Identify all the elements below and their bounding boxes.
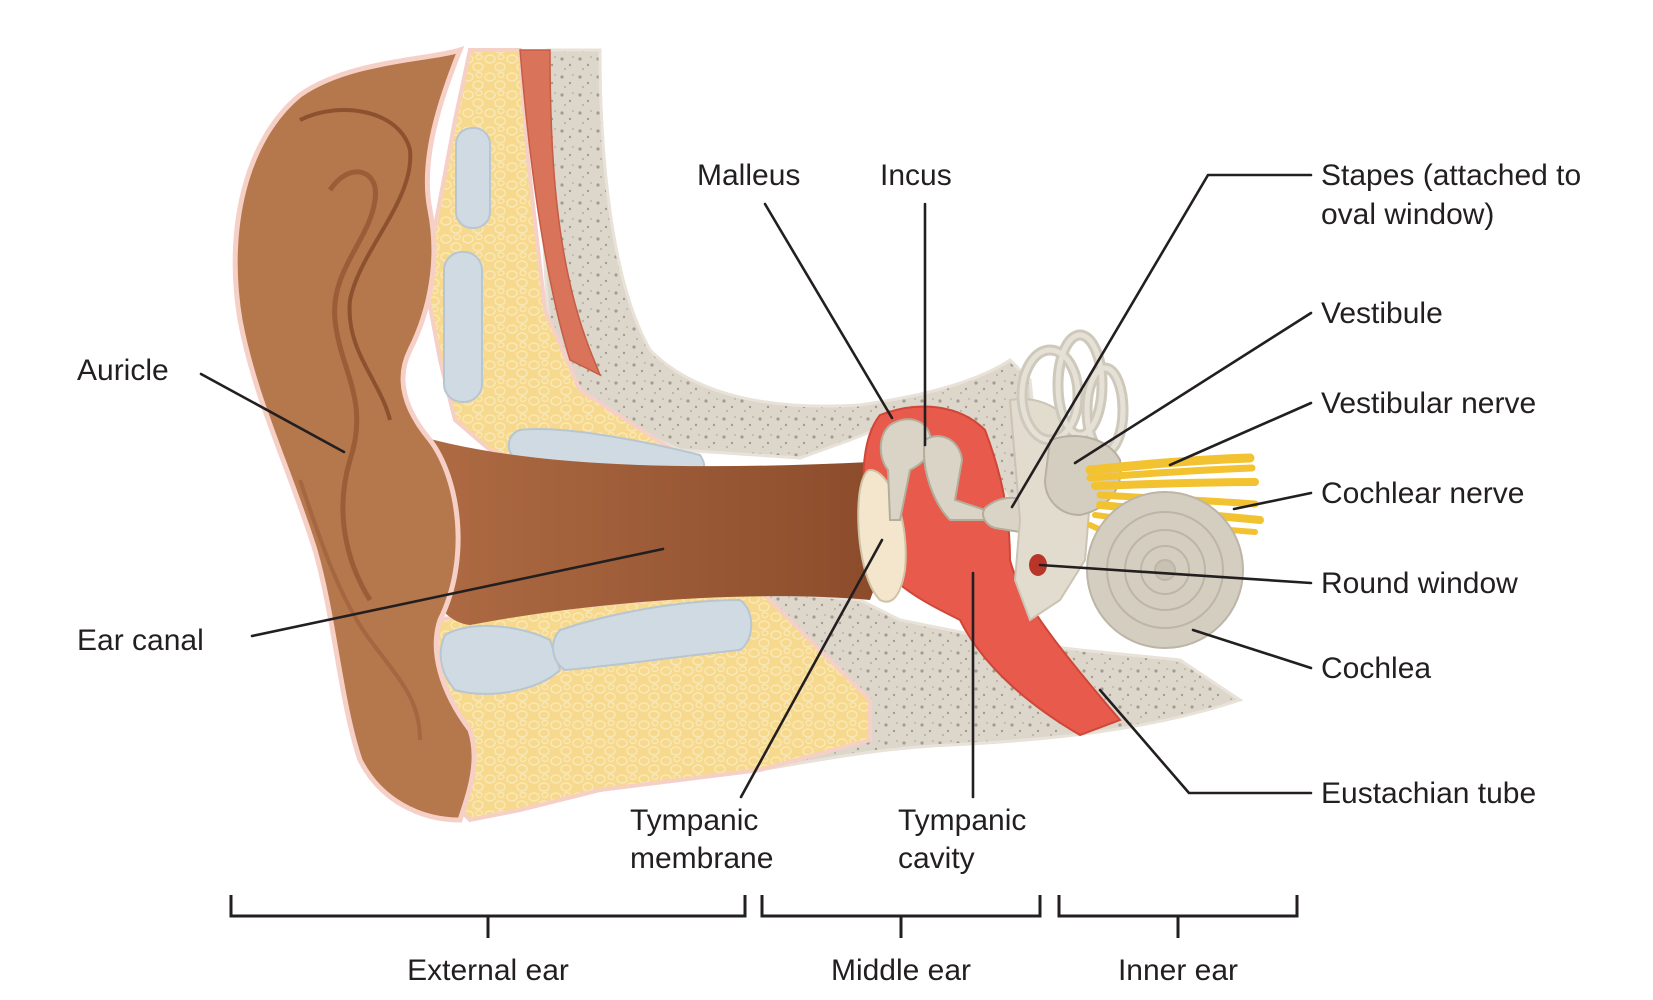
label-cochlear-nerve: Cochlear nerve — [1321, 477, 1524, 510]
leader-ear-canal — [250, 547, 665, 638]
illustration — [232, 45, 1264, 823]
label-auricle: Auricle — [77, 354, 169, 387]
label-round-window: Round window — [1321, 567, 1518, 600]
label-eustachian-tube: Eustachian tube — [1321, 777, 1536, 810]
leader-auricle — [199, 372, 346, 454]
ossicles — [879, 418, 1037, 534]
leader-vestibular-nerve — [1168, 401, 1313, 467]
bracket-middle-ear — [760, 895, 1042, 938]
auricle-helix-fold — [299, 108, 413, 421]
cochlea-shape — [1086, 491, 1244, 649]
label-incus: Incus — [880, 159, 952, 192]
leader-cochlea — [1191, 628, 1313, 670]
bracket-external-ear — [229, 895, 747, 938]
label-vestibule: Vestibule — [1321, 297, 1443, 330]
ear-canal-region — [400, 430, 900, 625]
leader-lines — [199, 173, 1313, 799]
cartilage-upper-1 — [455, 127, 491, 229]
region-brackets — [229, 895, 1299, 938]
leader-cochlear-nerve — [1232, 491, 1313, 511]
temporal-bone-upper — [541, 48, 1042, 523]
leader-tympanic-membrane — [739, 538, 884, 799]
auricle-antihelix-fold — [327, 169, 378, 602]
leader-malleus — [763, 202, 894, 420]
temporalis-muscle — [519, 49, 602, 377]
labels: Auricle Ear canal Malleus Incus Stapes (… — [77, 159, 1581, 987]
region-label-inner-ear: Inner ear — [1118, 954, 1238, 987]
leader-stapes — [1010, 173, 1313, 509]
leader-round-window — [1038, 563, 1313, 585]
cartilage-upper-2 — [443, 251, 483, 403]
label-tympanic-cavity-line1: Tympanic — [898, 804, 1026, 837]
region-label-middle-ear: Middle ear — [831, 954, 971, 987]
label-tympanic-cavity-line2: cavity — [898, 842, 975, 875]
bracket-inner-ear — [1057, 895, 1299, 938]
cartilage-lower-2 — [552, 598, 753, 672]
leader-vestibule — [1073, 311, 1313, 465]
label-tympanic-membrane-line1: Tympanic — [630, 804, 758, 837]
label-cochlea: Cochlea — [1321, 652, 1431, 685]
label-stapes-line2: oval window) — [1321, 198, 1494, 231]
label-tympanic-membrane-line2: membrane — [630, 842, 773, 875]
label-vestibular-nerve: Vestibular nerve — [1321, 387, 1536, 420]
cartilage-lower-1 — [439, 625, 562, 695]
label-ear-canal: Ear canal — [77, 624, 204, 657]
region-label-external-ear: External ear — [407, 954, 569, 987]
auricle-lobe-fold — [298, 479, 422, 741]
label-stapes-line1: Stapes (attached to — [1321, 159, 1581, 192]
malleus-bone — [879, 418, 932, 521]
label-malleus: Malleus — [697, 159, 800, 192]
leader-eustachian-tube — [1098, 688, 1313, 795]
round-window-shape — [1029, 554, 1047, 576]
